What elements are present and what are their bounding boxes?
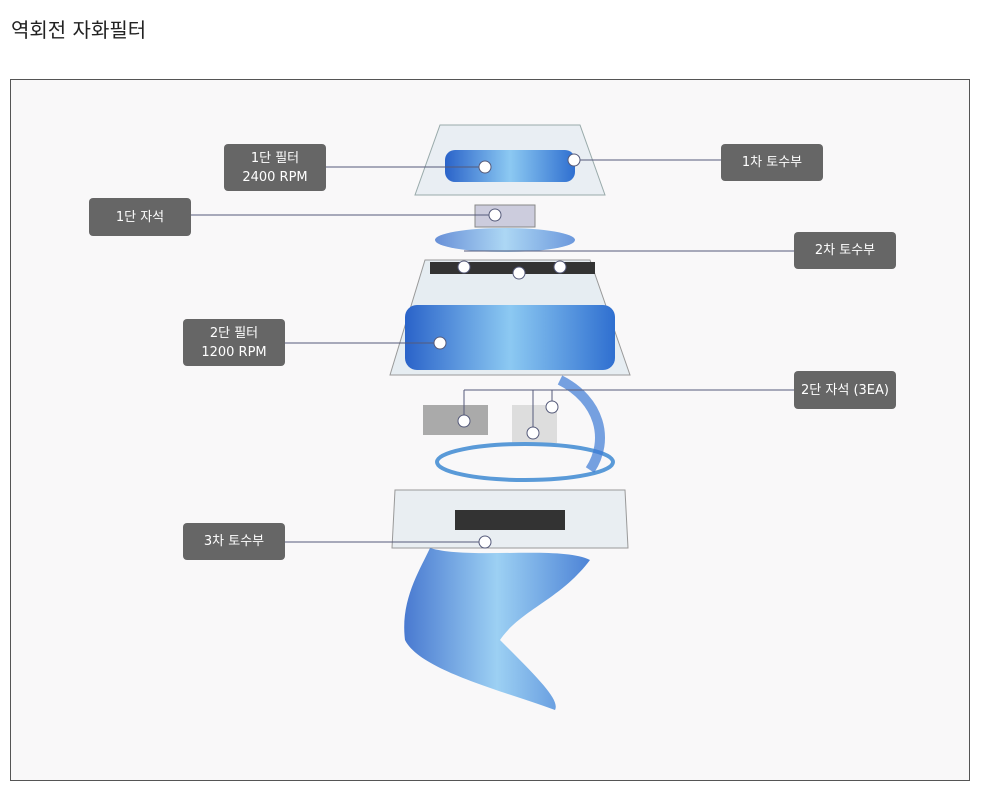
callout-label: 2단 자석 (3EA) [801, 382, 889, 398]
callout-label: 1단 자석 [115, 209, 165, 225]
callout-stage2-magnet: 2단 자석 (3EA) [794, 371, 896, 409]
callout-label: 2단 필터 [209, 325, 259, 341]
callout-label: 1차 토수부 [741, 155, 803, 170]
callout-outlet1: 1차 토수부 [721, 144, 823, 181]
callout-outlet3: 3차 토수부 [183, 523, 285, 560]
stage2-filter-disc [405, 305, 615, 370]
water-splash [404, 548, 590, 710]
callout-stage1-filter: 1단 필터 2400 RPM [224, 144, 326, 191]
callout-label: 3차 토수부 [203, 534, 265, 549]
callout-label: 1단 필터 [250, 150, 300, 166]
callout-rpm: 1200 RPM [201, 344, 267, 360]
stage1-filter-disc [445, 150, 575, 182]
callout-label: 2차 토수부 [814, 243, 876, 258]
page-title: 역회전 자화필터 [11, 18, 147, 42]
callout-stage1-magnet: 1단 자석 [89, 198, 191, 236]
callout-rpm: 2400 RPM [242, 169, 308, 185]
callout-stage2-filter: 2단 필터 1200 RPM [183, 319, 285, 366]
callout-outlet2: 2차 토수부 [794, 232, 896, 269]
